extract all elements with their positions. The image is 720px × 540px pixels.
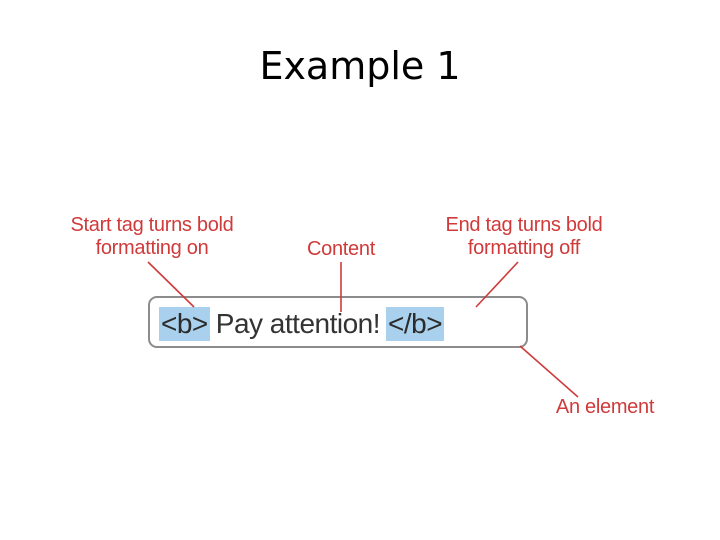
end-tag-annotation-line2: formatting off bbox=[467, 237, 581, 259]
start-tag-leader-line bbox=[147, 261, 195, 308]
end-tag: </b> bbox=[386, 307, 445, 341]
end-tag-annotation-line1: End tag turns bold bbox=[445, 214, 603, 236]
start-tag: <b> bbox=[159, 307, 210, 341]
start-tag-annotation-line2: formatting on bbox=[95, 237, 209, 259]
start-tag-annotation: Start tag turns bold formatting on bbox=[52, 214, 252, 260]
element-outline-box bbox=[148, 296, 528, 348]
start-tag-annotation-line1: Start tag turns bold bbox=[70, 214, 234, 236]
end-tag-annotation: End tag turns bold formatting off bbox=[424, 214, 624, 260]
end-tag-leader-line bbox=[475, 261, 519, 308]
element-leader-line bbox=[519, 345, 579, 398]
element-content: Pay attention! bbox=[215, 308, 381, 339]
element-annotation: An element bbox=[555, 396, 655, 418]
slide-title: Example 1 bbox=[259, 44, 461, 88]
content-annotation: Content bbox=[307, 238, 375, 260]
html-element-code: <b> Pay attention! </b> bbox=[159, 305, 445, 343]
